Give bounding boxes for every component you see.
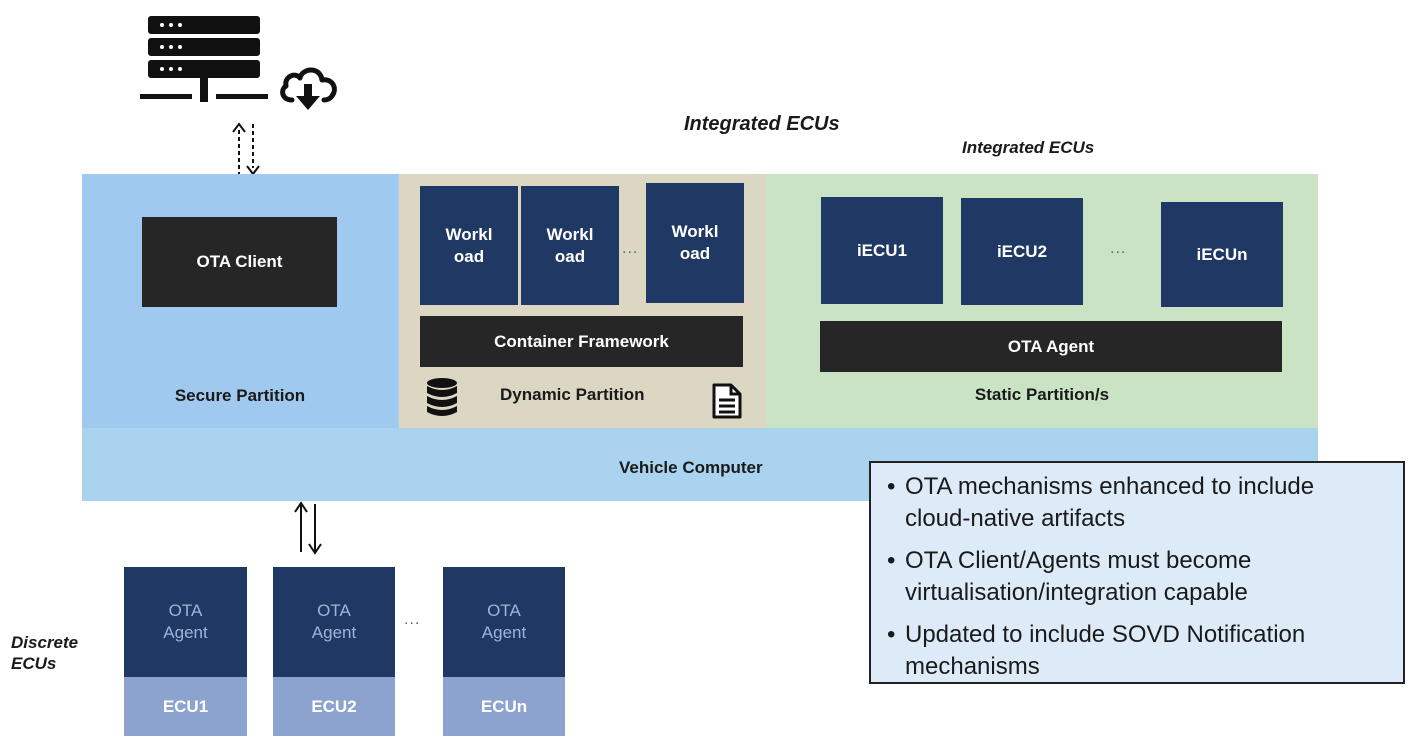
static-partition-label: Static Partition/s [974, 385, 1110, 404]
callout-item: Updated to include SOVD Notification mec… [881, 619, 1393, 683]
callout-item-line1: OTA mechanisms enhanced to include [905, 473, 1315, 500]
discrete-ecu2: ECU2 [273, 677, 395, 736]
workload-box: Workl oad [420, 186, 518, 305]
callout-item: OTA Client/Agents must become virtualisa… [881, 545, 1393, 609]
container-framework-box: Container Framework [420, 316, 743, 367]
secure-partition-label: Secure Partition [174, 386, 306, 405]
iecu2-box: iECU2 [961, 198, 1083, 305]
discrete-ota-agent: OTA Agent [124, 567, 247, 677]
workload-box: Workl oad [646, 183, 744, 303]
server-icon [140, 16, 268, 102]
callout-box: OTA mechanisms enhanced to include cloud… [869, 461, 1405, 684]
workload-line2: oad [554, 246, 586, 266]
discrete-ecu1: ECU1 [124, 677, 247, 736]
callout-item-line2: virtualisation/integration capable [905, 579, 1248, 606]
workload-ellipsis: ... [622, 240, 639, 257]
discrete-ota-agent: OTA Agent [443, 567, 565, 677]
agent-line1: OTA [317, 601, 351, 620]
bidirectional-arrow-icon [294, 501, 322, 555]
workload-line1: Workl [671, 222, 719, 241]
workload-line1: Workl [445, 224, 493, 244]
discrete-ecus-label: Discrete ECUs [11, 632, 78, 674]
callout-item-line2: mechanisms [905, 653, 1040, 680]
document-icon [712, 383, 742, 419]
iecu1-box: iECU1 [821, 197, 943, 304]
discrete-ecun: ECUn [443, 677, 565, 736]
iecun-box: iECUn [1161, 202, 1283, 307]
workload-line2: oad [679, 244, 711, 263]
integrated-ecus-title: Integrated ECUs [684, 113, 840, 135]
agent-line2: Agent [163, 623, 208, 642]
discrete-ellipsis: ... [404, 611, 421, 628]
agent-line1: OTA [168, 601, 203, 620]
discrete-label-line2: ECUs [11, 654, 57, 673]
workload-line2: oad [453, 246, 485, 266]
callout-item-line1: Updated to include SOVD Notification [905, 621, 1306, 648]
integrated-ecus-subtitle: Integrated ECUs [962, 138, 1095, 157]
iecu-ellipsis: ... [1110, 240, 1127, 257]
agent-line2: Agent [481, 623, 527, 642]
dynamic-partition-label: Dynamic Partition [500, 385, 645, 404]
agent-line2: Agent [311, 623, 357, 642]
discrete-ota-agent: OTA Agent [273, 567, 395, 677]
discrete-label-line1: Discrete [11, 633, 79, 652]
agent-line1: OTA [487, 601, 521, 620]
ota-client-box: OTA Client [142, 217, 337, 307]
callout-item-line1: OTA Client/Agents must become [905, 547, 1252, 574]
callout-item: OTA mechanisms enhanced to include cloud… [881, 471, 1393, 535]
cloud-download-icon [280, 67, 337, 110]
vehicle-computer-label: Vehicle Computer [619, 458, 763, 477]
workload-box: Workl oad [521, 186, 619, 305]
workload-line1: Workl [546, 224, 594, 244]
database-icon [427, 378, 457, 416]
ota-agent-box: OTA Agent [820, 321, 1282, 372]
dashed-bidirectional-arrow-icon [232, 122, 260, 176]
callout-list: OTA mechanisms enhanced to include cloud… [881, 471, 1393, 683]
callout-item-line2: cloud-native artifacts [905, 505, 1126, 532]
